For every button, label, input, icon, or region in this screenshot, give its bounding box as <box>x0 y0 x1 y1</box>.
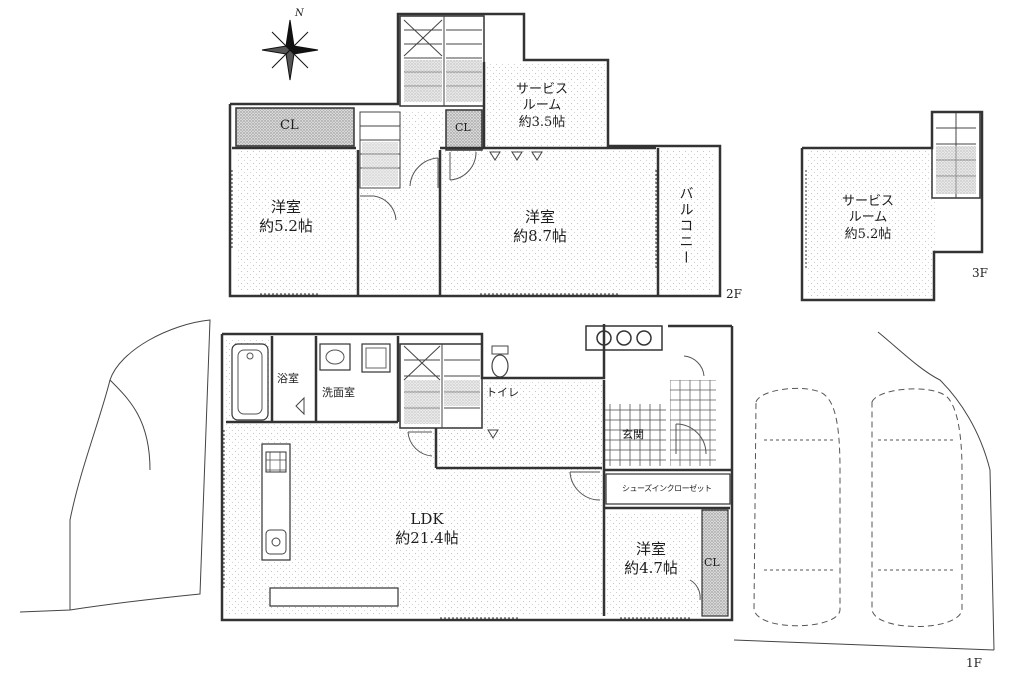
room-3f-service: サービス ルーム 約5.2帖 <box>824 194 912 243</box>
north-label: N <box>295 8 304 19</box>
room-name: 洋室 <box>270 198 301 216</box>
site-outline <box>19 319 995 651</box>
third-floor-plan <box>800 110 984 302</box>
room-2f-western-right: 洋室 約8.7帖 <box>500 208 580 246</box>
room-1f-western: 洋室 約4.7帖 <box>616 540 686 578</box>
room-name-line2: ルーム <box>522 98 562 114</box>
closet-left-label: CL <box>280 118 299 133</box>
room-2f-western-left: 洋室 約5.2帖 <box>254 198 318 236</box>
balcony-label: バルコニー <box>677 186 694 266</box>
parked-cars <box>753 387 963 627</box>
compass-rose <box>261 19 319 81</box>
floor-label-2f: 2F <box>726 287 742 301</box>
floor-label-3f: 3F <box>972 266 988 280</box>
closet-1f-label: CL <box>704 556 720 569</box>
room-name-line1: サービス <box>841 194 894 209</box>
room-name: 洋室 <box>524 208 555 226</box>
closet-small-label: CL <box>455 121 471 134</box>
room-name-line2: ルーム <box>848 210 888 226</box>
room-size: 約4.7帖 <box>624 558 678 577</box>
floor-label-1f: 1F <box>966 656 982 670</box>
room-size: 約5.2帖 <box>259 216 313 235</box>
room-2f-service: サービス ルーム 約3.5帖 <box>500 82 584 131</box>
room-name: LDK <box>410 510 444 528</box>
bath-label: 浴室 <box>277 372 299 385</box>
toilet-label: トイレ <box>486 386 519 399</box>
room-size: 約21.4帖 <box>395 528 459 547</box>
second-floor-plan <box>228 12 722 298</box>
room-size: 約5.2帖 <box>844 226 892 242</box>
shoe-closet-label: シューズインクローゼット <box>622 484 712 493</box>
washroom-label: 洗面室 <box>322 386 355 399</box>
first-floor-plan <box>220 324 734 622</box>
entrance-label: 玄関 <box>622 428 644 441</box>
room-1f-ldk: LDK 約21.4帖 <box>382 510 472 548</box>
room-size: 約8.7帖 <box>513 226 567 245</box>
room-name: 洋室 <box>635 540 666 558</box>
room-name-line1: サービス <box>515 82 568 97</box>
room-size: 約3.5帖 <box>518 114 566 130</box>
